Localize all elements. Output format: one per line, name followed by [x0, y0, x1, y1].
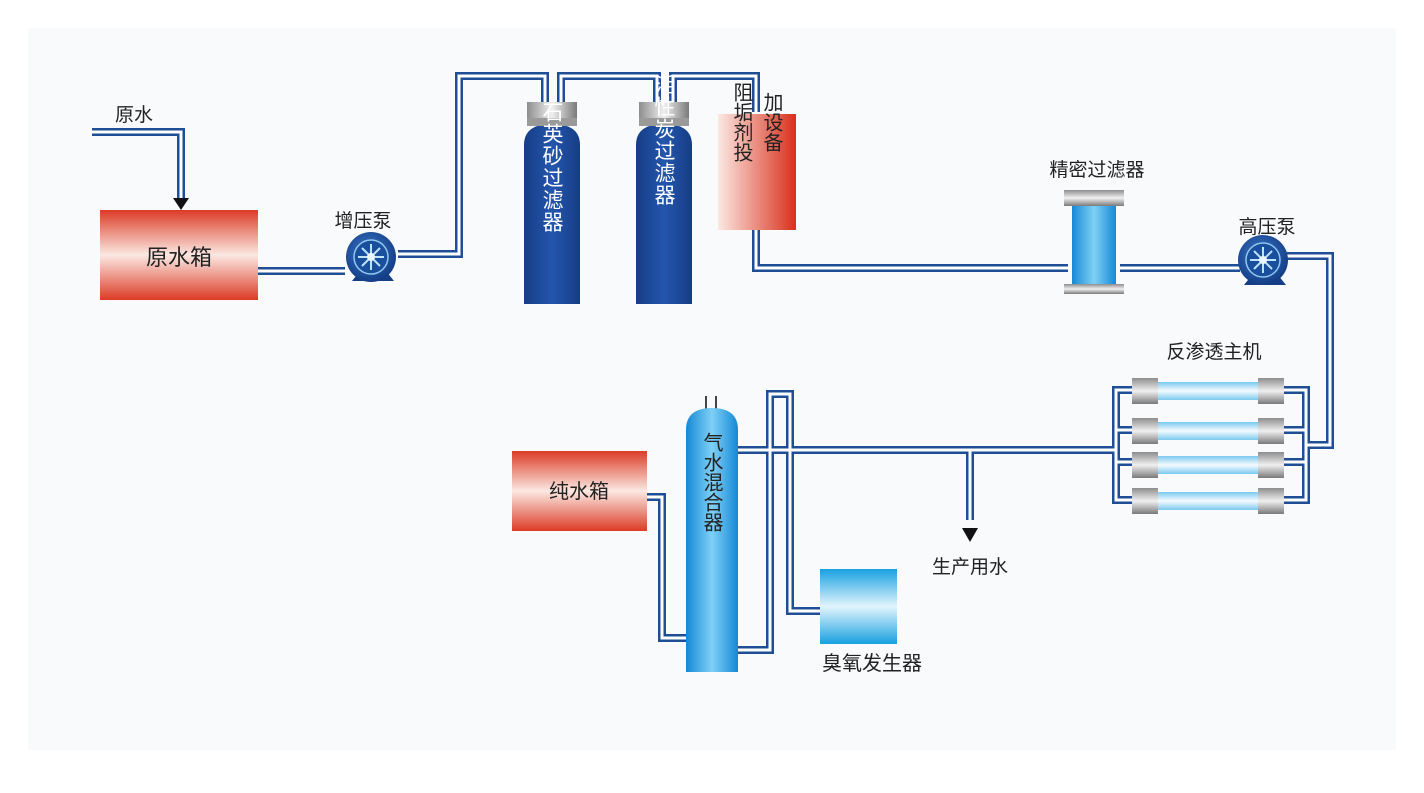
high-pressure-pump	[1238, 235, 1288, 285]
ro-membrane-4	[1132, 488, 1284, 514]
ozone-generator	[820, 569, 897, 644]
dosing-device	[718, 114, 796, 230]
pipe-network	[92, 72, 1334, 654]
inlet-arrow-icon	[173, 198, 189, 210]
pure-water-tank-label: 纯水箱	[549, 479, 609, 503]
ro-membrane-2	[1132, 418, 1284, 444]
raw-water-tank: 原水箱	[100, 210, 258, 300]
mixer-label: 气水混合器	[700, 432, 724, 532]
ro-membrane-3	[1132, 452, 1284, 478]
outlet-arrow-icon	[962, 528, 978, 542]
dosing-label-left: 阻垢剂投	[730, 82, 754, 162]
precision-filter	[1064, 190, 1124, 294]
production-water-label: 生产用水	[932, 556, 1008, 578]
booster-pump-label: 增压泵	[334, 210, 391, 232]
gas-water-mixer	[686, 396, 738, 672]
dosing-label-right: 加设备	[760, 92, 784, 152]
raw-water-tank-label: 原水箱	[146, 246, 212, 271]
carbon-filter	[636, 102, 692, 304]
precision-filter-label: 精密过滤器	[1049, 159, 1144, 181]
ozone-generator-label: 臭氧发生器	[822, 651, 922, 675]
ro-unit-label: 反渗透主机	[1166, 341, 1261, 363]
pure-water-tank: 纯水箱	[512, 451, 647, 531]
quartz-sand-filter	[524, 102, 580, 304]
quartz-filter-label: 石英砂过滤器	[540, 101, 564, 233]
booster-pump	[346, 232, 396, 282]
carbon-filter-label: 活性炭过滤器	[652, 74, 676, 206]
high-pressure-pump-label: 高压泵	[1238, 216, 1295, 238]
ro-unit	[1132, 378, 1284, 514]
ro-membrane-1	[1132, 378, 1284, 404]
raw-water-label: 原水	[115, 104, 153, 126]
